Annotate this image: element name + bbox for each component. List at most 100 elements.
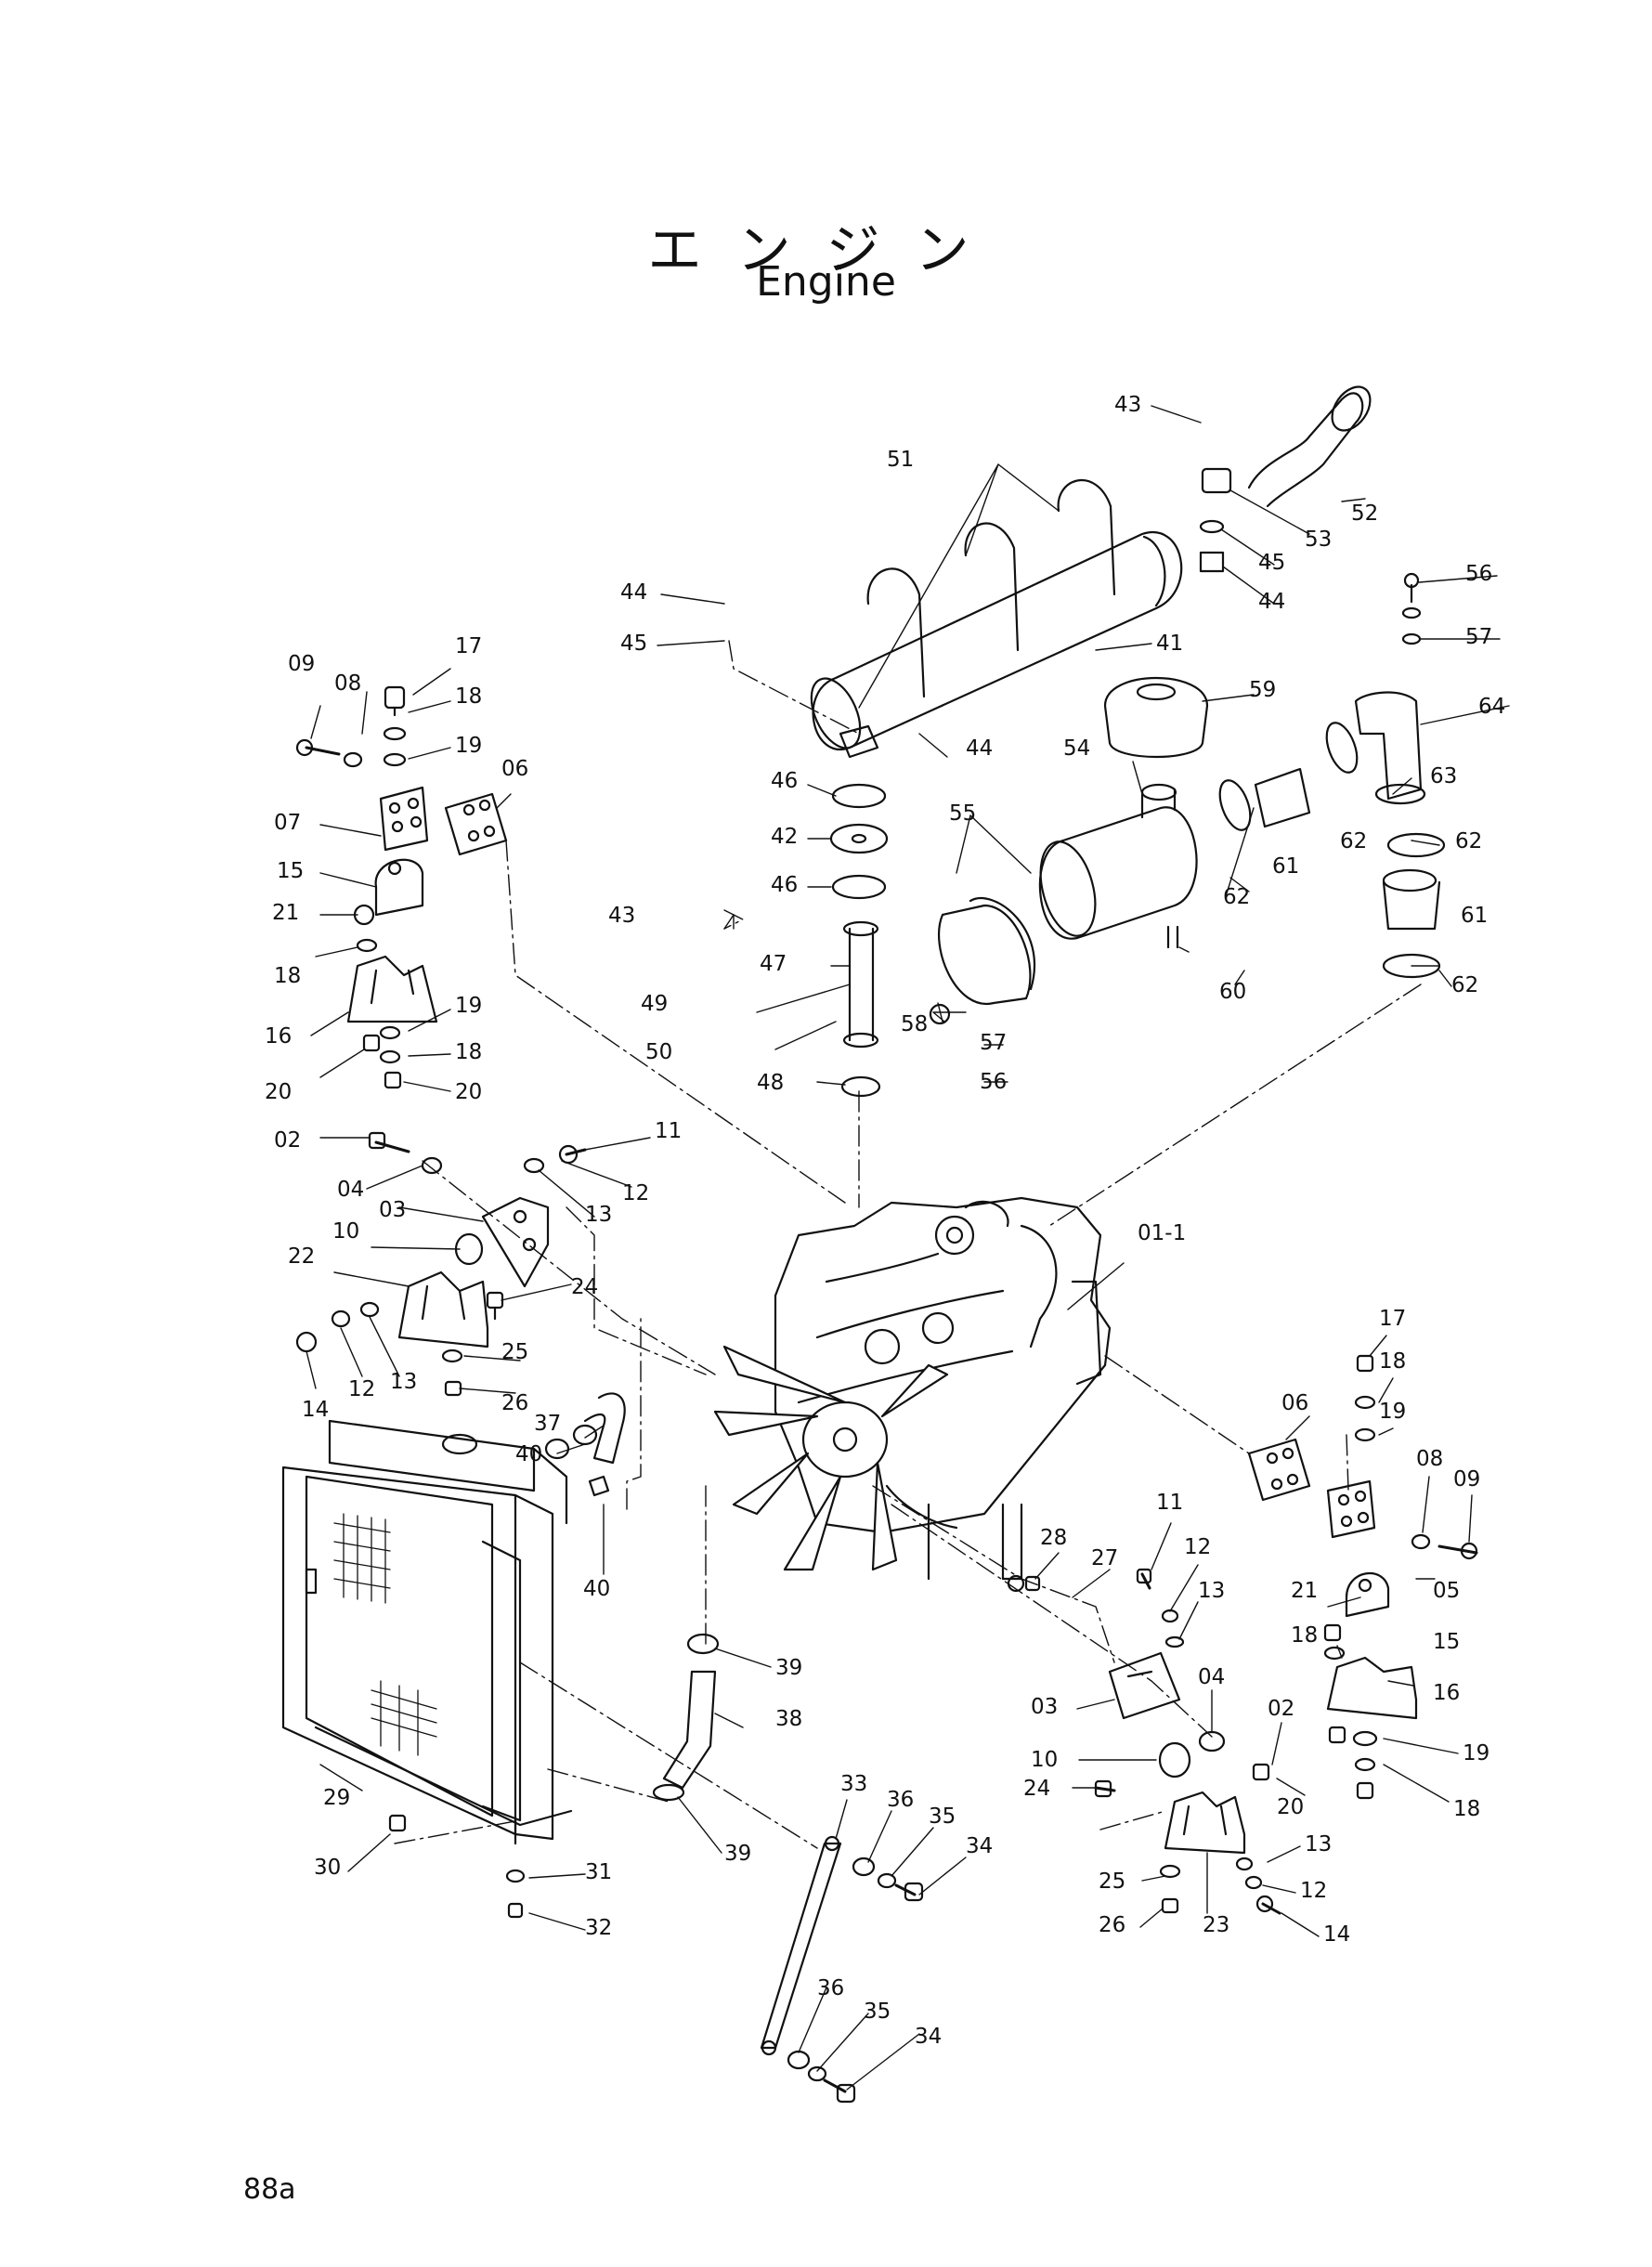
callout-label: 27 <box>1091 1546 1118 1570</box>
callout-label: 26 <box>1099 1913 1125 1937</box>
callout-label: 20 <box>455 1080 482 1104</box>
callout-label: 44 <box>620 580 647 605</box>
callout-label: 14 <box>1323 1922 1350 1947</box>
callout-label: 55 <box>949 801 976 826</box>
callout-label: 04 <box>1198 1665 1225 1689</box>
air-cleaner-bands <box>929 897 1036 1025</box>
callout-label: 31 <box>585 1860 612 1884</box>
callout-label: 18 <box>1379 1349 1406 1374</box>
callout-labels: 43 51 52 53 45 44 56 57 64 44 45 41 59 4… <box>265 393 1505 2049</box>
callout-label: 07 <box>274 811 301 835</box>
callout-label: 17 <box>1379 1307 1406 1331</box>
radiator-hoses <box>544 1392 720 1802</box>
callout-label: 40 <box>515 1442 542 1466</box>
callout-label: 44 <box>966 736 993 761</box>
callout-label: 12 <box>622 1181 649 1205</box>
callout-label: 10 <box>1031 1748 1058 1772</box>
callout-label: 32 <box>585 1916 612 1940</box>
page-title-japanese: エンジン <box>647 218 1005 281</box>
callout-label: 25 <box>1099 1870 1125 1894</box>
callout-label: 36 <box>817 1976 844 2000</box>
callout-label: 19 <box>455 734 482 758</box>
muffler <box>810 531 1183 751</box>
callout-label: 34 <box>966 1834 993 1858</box>
callout-label: 04 <box>337 1178 364 1202</box>
radiator <box>281 1419 573 1919</box>
callout-label: 29 <box>323 1786 350 1810</box>
callout-label: 64 <box>1478 695 1505 719</box>
callout-label: 19 <box>1379 1400 1406 1424</box>
callout-label: 51 <box>887 448 914 472</box>
callout-label: 09 <box>1453 1467 1480 1492</box>
callout-label: 48 <box>757 1071 784 1095</box>
callout-label: 17 <box>455 634 482 658</box>
callout-label: 03 <box>379 1198 406 1222</box>
exhaust-tail-pipe <box>1199 385 1372 573</box>
callout-label: 35 <box>864 2000 891 2024</box>
callout-label: 43 <box>1114 393 1141 417</box>
callout-label: 20 <box>265 1080 292 1104</box>
callout-label: 02 <box>1268 1697 1294 1721</box>
callout-label: 24 <box>571 1275 598 1299</box>
callout-label: 13 <box>390 1370 417 1394</box>
callout-label: 56 <box>1465 562 1492 586</box>
callout-label: 34 <box>915 2025 942 2049</box>
callout-label: 62 <box>1451 973 1478 997</box>
callout-label: 36 <box>887 1788 914 1812</box>
engine-fan <box>713 1345 949 1571</box>
callout-label: 24 <box>1023 1777 1050 1801</box>
callout-label: 63 <box>1430 764 1457 788</box>
callout-label: 41 <box>1156 632 1183 656</box>
callout-label: 08 <box>1416 1447 1443 1471</box>
callout-label: 61 <box>1461 904 1488 928</box>
callout-label: 11 <box>655 1119 682 1143</box>
callout-label: 15 <box>277 859 304 883</box>
callout-label: 12 <box>348 1377 375 1401</box>
callout-label: 06 <box>501 757 528 781</box>
callout-label: 09 <box>288 652 315 676</box>
callout-label: 59 <box>1249 678 1276 702</box>
callout-label: 12 <box>1300 1879 1327 1903</box>
callout-label: 22 <box>288 1244 315 1269</box>
callout-label: 10 <box>332 1219 359 1244</box>
callout-label: 49 <box>641 992 668 1016</box>
callout-label: 06 <box>1281 1391 1308 1415</box>
callout-label: 50 <box>645 1040 672 1064</box>
callout-label: 13 <box>585 1203 612 1227</box>
callout-label: 47 <box>760 952 787 976</box>
callout-label: 53 <box>1305 528 1332 552</box>
callout-label: 19 <box>1463 1741 1489 1765</box>
callout-label: 13 <box>1198 1579 1225 1603</box>
callout-label: 23 <box>1203 1913 1229 1937</box>
callout-label: 60 <box>1219 980 1246 1004</box>
callout-label: 62 <box>1223 885 1250 909</box>
callout-label: 19 <box>455 994 482 1018</box>
callout-label: 25 <box>501 1340 528 1364</box>
callout-label: 18 <box>1291 1623 1318 1648</box>
callout-label: 57 <box>1465 625 1492 649</box>
callout-label: 21 <box>1291 1579 1318 1603</box>
callout-label: 38 <box>775 1707 802 1731</box>
callout-label: 18 <box>274 964 301 988</box>
callout-label: 11 <box>1156 1491 1183 1515</box>
callout-label: 18 <box>455 1040 482 1064</box>
callout-label: 58 <box>901 1012 928 1036</box>
callout-label: 30 <box>314 1856 341 1880</box>
callout-label: 13 <box>1305 1832 1332 1857</box>
callout-label: 46 <box>771 769 798 793</box>
page-title-english: Engine <box>756 258 896 306</box>
page-number: 88a <box>243 2173 296 2206</box>
callout-label: 52 <box>1351 502 1378 526</box>
right-upper-mount <box>1247 1354 1478 1800</box>
callout-label: 35 <box>929 1804 956 1829</box>
right-lower-mount <box>1094 1568 1281 1915</box>
callout-label: 20 <box>1277 1795 1304 1819</box>
callout-label: 18 <box>455 684 482 709</box>
stay-rods <box>760 1574 1041 2104</box>
callout-label: 28 <box>1040 1526 1067 1550</box>
callout-label: 45 <box>620 632 647 656</box>
air-cleaner <box>1038 676 1209 949</box>
callout-label: 40 <box>583 1577 610 1601</box>
callout-label: 43 <box>608 904 635 928</box>
